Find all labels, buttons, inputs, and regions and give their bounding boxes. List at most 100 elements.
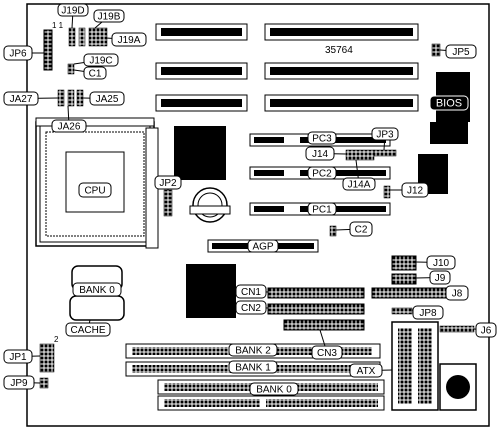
jp9-header [39,377,49,389]
label-j19b: J19B [98,12,121,23]
label-box-bank1 [228,360,278,374]
label-box-pc3 [307,131,337,145]
label-box-jp2 [154,175,182,190]
j9-header [391,273,417,285]
atx-power-connector [391,321,439,411]
label-box-c1 [83,66,107,80]
c2-pins [329,225,337,237]
label-box-cache [65,322,111,337]
label-box-cn2 [235,300,267,315]
jp8-pins [391,307,413,315]
label-jp6: JP6 [9,49,27,60]
j6-pins [439,325,475,333]
jp1-header [39,343,55,373]
label-j10: J10 [433,258,450,269]
label-cn3: CN3 [317,348,337,359]
label-box-j19b [93,9,125,23]
label-box-pc1 [307,202,337,216]
label-bank2: BANK 2 [235,346,271,357]
label-box-jp6 [3,45,33,61]
label-j8: J8 [452,289,463,300]
label-bios: BIOS [436,98,462,110]
label-cache: CACHE [70,325,105,336]
label-box-ja26 [51,119,87,133]
label-box-j19a [111,32,147,47]
label-atx: ATX [357,366,376,377]
label-box-j19d [57,3,89,17]
label-box-bank0 [249,382,299,396]
label-c2: C2 [355,225,368,236]
pci-slots [249,133,391,216]
label-c1: C1 [89,69,102,80]
label-bank0-cache: BANK 0 [79,285,115,296]
label-box-c2 [349,221,373,237]
label-agp: AGP [252,242,273,253]
ja-jumpers [57,89,84,107]
label-box-ja25 [89,91,125,106]
label-box-jp3 [371,127,399,141]
label-box-bank2 [228,343,278,357]
label-box-jp5 [445,44,477,59]
label-cn1: CN1 [241,287,261,298]
label-box-jp1 [3,349,33,364]
label-jp5: JP5 [452,47,470,58]
j10-header [391,255,417,271]
label-j6: J6 [481,326,492,337]
label-box-j6 [475,322,497,338]
label-box-bios [429,95,469,111]
label-jp9: JP9 [10,378,28,389]
jp6-header [43,29,53,71]
keyboard-connector [439,363,477,411]
label-ja25: JA25 [96,94,119,105]
label-j14: J14 [312,149,329,160]
label-box-ja27 [3,91,39,106]
label-jp3: JP3 [376,130,394,141]
label-pc1: PC1 [312,205,332,216]
label-box-j14a [342,177,376,191]
label-box-cn1 [235,284,267,299]
label-box-pc2 [307,166,337,180]
label-ja26: JA26 [58,122,81,133]
label-box-j14 [305,146,335,161]
label-box-cpu [78,182,112,198]
label-bank1: BANK 1 [235,363,271,374]
io-controller-chip [186,264,236,318]
label-box-j9_right [429,270,451,285]
battery [189,187,231,223]
pin-label-1-1: 1 1 [52,21,64,30]
ide-connectors [267,287,365,331]
label-j9-right: J9 [435,273,446,284]
j19-jumpers [67,27,108,75]
jp5-header [431,43,441,57]
label-ja27: JA27 [10,94,33,105]
label-cn2: CN2 [241,303,261,314]
label-j14a: J14A [348,180,371,191]
cpu-socket [35,117,159,249]
label-jp8: JP8 [419,308,437,319]
label-box-atx [349,363,383,378]
label-j12: J12 [407,186,424,197]
label-box-jp9 [3,375,35,390]
label-box-bank0_cache [72,282,122,297]
chipset [174,126,226,180]
label-box-agp [247,239,279,253]
jp3-pins [373,149,397,157]
label-box-jp8 [412,305,444,320]
label-box-j19c [83,53,119,67]
jp2-header [163,189,173,217]
label-bank0: BANK 0 [256,385,292,396]
board-number: 35764 [325,45,353,56]
label-jp2: JP2 [159,178,177,189]
label-pc3: PC3 [312,134,332,145]
j14-header [345,149,375,161]
j8-connector [371,287,457,299]
label-j19c: J19C [89,56,112,67]
label-j19d: J19D [61,6,84,17]
label-j19a: J19A [118,35,141,46]
label-box-j12 [401,182,429,198]
label-pc2: PC2 [312,169,332,180]
pin-label-2: 2 [54,335,59,344]
label-jp1: JP1 [9,352,27,363]
label-box-cn3 [311,345,343,360]
